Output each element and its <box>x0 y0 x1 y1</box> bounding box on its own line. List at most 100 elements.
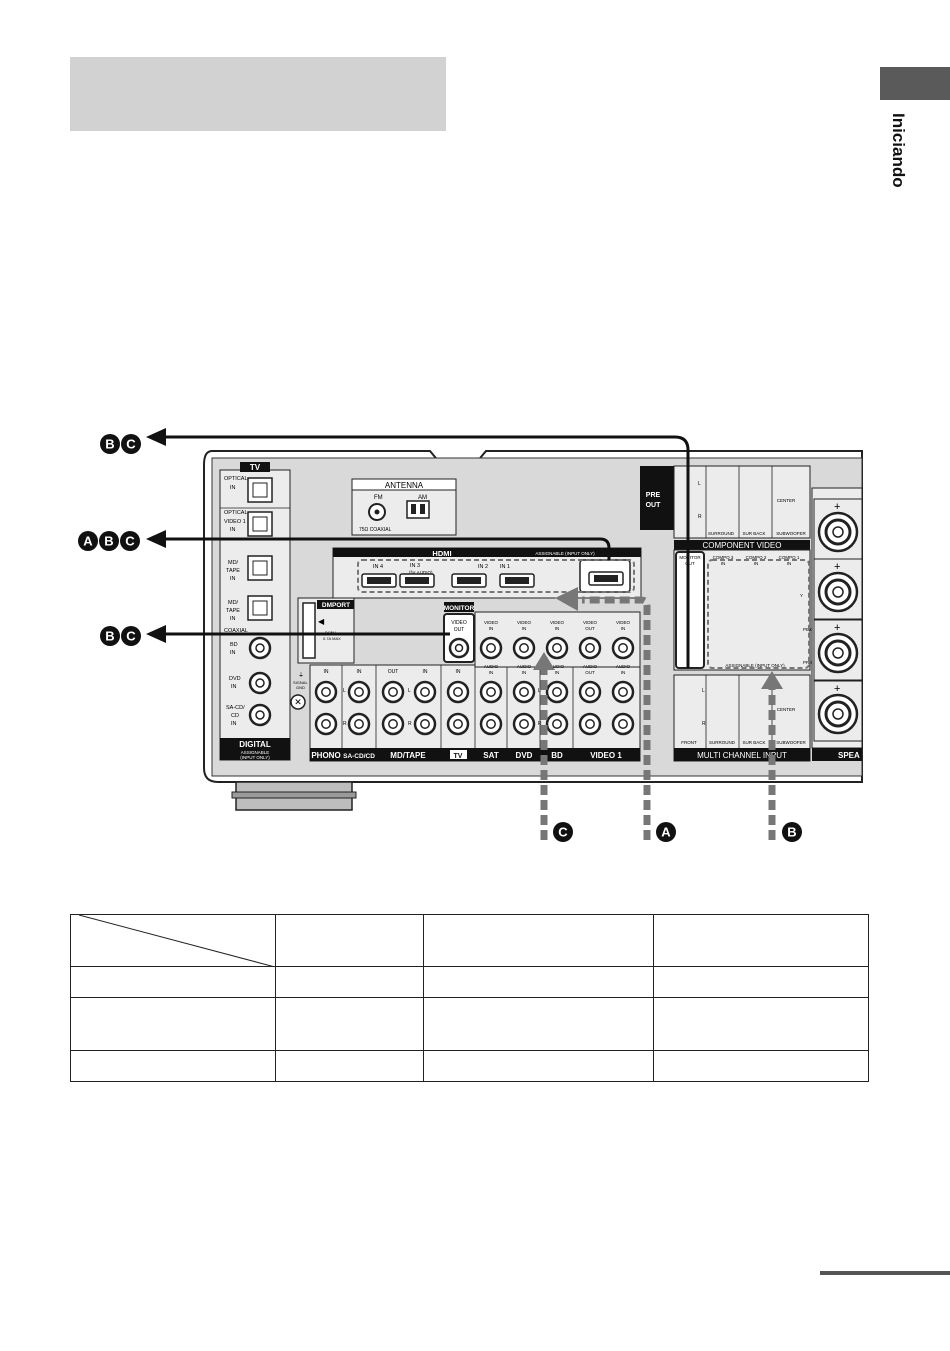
speaker-terminal[interactable]: + <box>813 498 863 560</box>
hdmi-in3-port[interactable] <box>399 573 435 588</box>
callout-monitor-c: C <box>121 626 141 646</box>
rca-jack[interactable] <box>347 680 371 704</box>
rca-jack[interactable] <box>578 680 602 704</box>
svg-text:C: C <box>126 629 136 644</box>
rca-jack[interactable] <box>512 636 536 660</box>
svg-text:GND: GND <box>296 685 305 690</box>
plus-label: + <box>834 622 840 634</box>
speaker-terminal[interactable]: + <box>813 558 863 620</box>
rca-jack[interactable] <box>578 712 602 736</box>
table-row <box>70 997 869 1051</box>
hdmi-panel: HDMI ASSIGNABLE (INPUT ONLY) IN 4 IN 3 (… <box>332 547 642 599</box>
rca-jack[interactable] <box>479 712 503 736</box>
speaker-terminal[interactable]: + <box>813 680 863 742</box>
table-cell <box>653 1050 869 1082</box>
table-cell <box>70 997 276 1051</box>
callout-bottom-c: C <box>553 822 573 842</box>
svg-text:SUBWOOFER: SUBWOOFER <box>776 531 806 536</box>
svg-text:IN: IN <box>621 626 626 631</box>
cable-lines <box>146 428 783 840</box>
rca-jack[interactable] <box>446 712 470 736</box>
rca-jack[interactable] <box>479 636 503 660</box>
svg-text:CENTER: CENTER <box>777 498 796 503</box>
rca-jack[interactable] <box>545 712 569 736</box>
connection-table <box>70 914 869 1082</box>
table-header-cell <box>275 914 424 967</box>
svg-text:BD: BD <box>551 751 563 760</box>
rca-jack[interactable] <box>413 712 437 736</box>
continued-indicator <box>820 1271 950 1275</box>
table-cell <box>653 966 869 998</box>
callout-top-c: C <box>121 434 141 454</box>
svg-text:MD/TAPE: MD/TAPE <box>390 751 426 760</box>
hdmi-in4-port[interactable] <box>361 573 397 588</box>
rca-jack[interactable] <box>512 712 536 736</box>
hdmi-label: HDMI <box>432 549 451 558</box>
svg-text:IN: IN <box>621 670 626 675</box>
rca-jack[interactable] <box>413 680 437 704</box>
svg-text:FM: FM <box>374 495 383 501</box>
svg-text:SUR BACK: SUR BACK <box>742 740 765 745</box>
svg-text:VIDEO: VIDEO <box>484 620 499 625</box>
svg-text:COMPO 2: COMPO 2 <box>746 555 767 560</box>
svg-text:MONITOR: MONITOR <box>679 555 701 560</box>
svg-text:C: C <box>558 825 568 840</box>
rca-jack[interactable] <box>545 636 569 660</box>
rca-jack[interactable] <box>512 680 536 704</box>
svg-text:VIDEO: VIDEO <box>517 620 532 625</box>
table-cell <box>653 997 869 1051</box>
svg-text:L: L <box>343 688 346 694</box>
svg-text:AUDIO: AUDIO <box>517 664 532 669</box>
svg-text:0.7A MAX: 0.7A MAX <box>323 636 341 641</box>
svg-text:IN: IN <box>522 626 527 631</box>
svg-text:◀: ◀ <box>318 617 325 626</box>
table-cell <box>70 1050 276 1082</box>
dmport-socket[interactable] <box>302 602 316 659</box>
component-video-label: COMPONENT VIDEO <box>703 541 782 550</box>
svg-text:IN: IN <box>555 626 560 631</box>
hdmi-out-port[interactable] <box>588 571 624 586</box>
rca-jack[interactable] <box>545 680 569 704</box>
rca-jack[interactable] <box>611 680 635 704</box>
tv-badge: TV <box>250 463 261 472</box>
callout-monitor-b: B <box>100 626 120 646</box>
svg-text:B: B <box>104 534 113 549</box>
svg-text:OUT: OUT <box>646 502 662 509</box>
hdmi-in1-port[interactable] <box>499 573 535 588</box>
callout-hdmi-b: B <box>99 531 119 551</box>
rca-jack[interactable] <box>347 712 371 736</box>
svg-text:SURROUND: SURROUND <box>709 740 736 745</box>
hdmi-in2-port[interactable] <box>451 573 487 588</box>
rca-jack[interactable] <box>381 680 405 704</box>
svg-text:VIDEO: VIDEO <box>451 620 467 626</box>
svg-text:IN: IN <box>324 669 329 675</box>
svg-text:ASSIGNABLE (INPUT ONLY): ASSIGNABLE (INPUT ONLY) <box>535 551 595 556</box>
table-cell <box>275 1050 424 1082</box>
digital-label: DIGITAL <box>239 740 271 749</box>
rca-jack[interactable] <box>446 680 470 704</box>
rca-jack[interactable] <box>314 680 338 704</box>
svg-text:FRONT: FRONT <box>681 740 697 745</box>
table-header-row <box>70 914 869 967</box>
am-antenna-terminal[interactable] <box>406 500 430 519</box>
table-cell <box>423 1050 654 1082</box>
rca-jack[interactable] <box>314 712 338 736</box>
svg-text:A: A <box>661 825 671 840</box>
rca-jack[interactable] <box>479 680 503 704</box>
svg-text:R: R <box>343 721 347 727</box>
signal-gnd-terminal[interactable] <box>290 694 306 710</box>
rca-jack[interactable] <box>381 712 405 736</box>
svg-text:IN: IN <box>489 670 494 675</box>
rca-jack[interactable] <box>578 636 602 660</box>
speaker-terminal[interactable]: + <box>813 619 863 681</box>
rca-jack[interactable] <box>611 712 635 736</box>
svg-text:R: R <box>538 721 542 727</box>
rca-jack[interactable] <box>611 636 635 660</box>
table-row <box>70 1050 869 1082</box>
